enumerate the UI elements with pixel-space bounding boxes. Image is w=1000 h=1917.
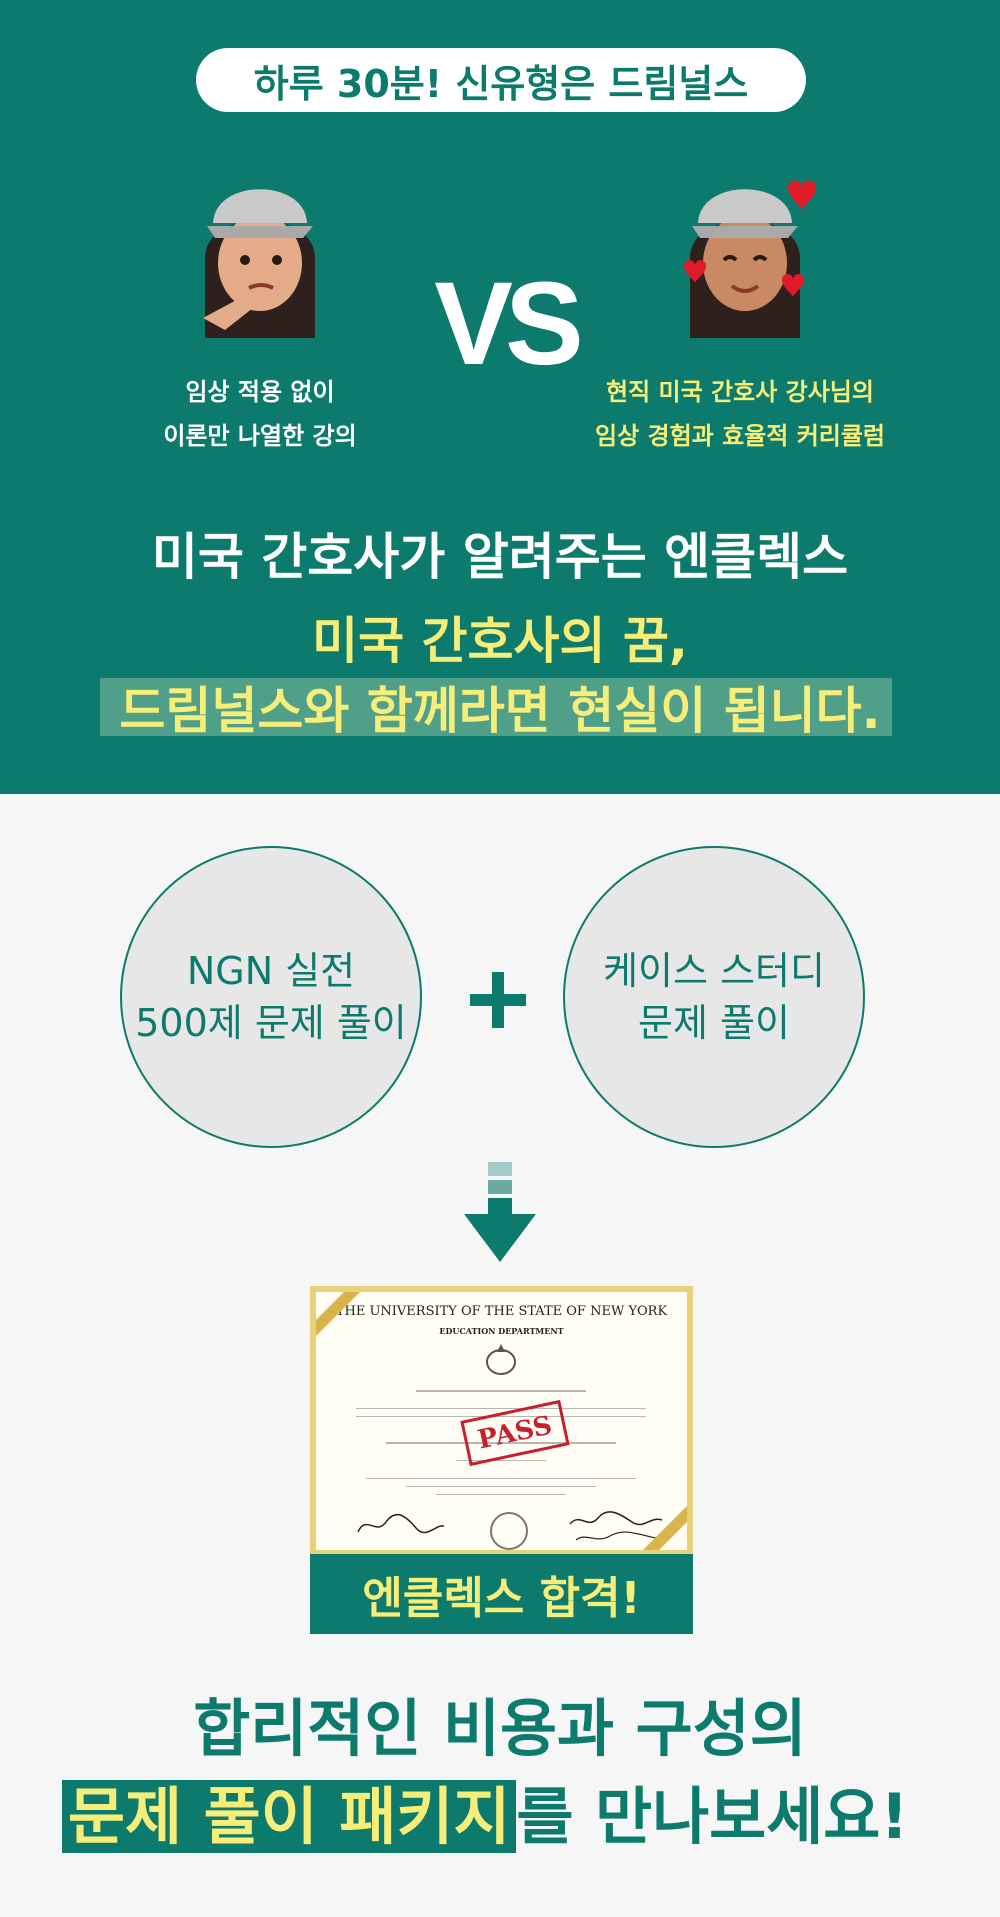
feature-ngn-line1: NGN 실전 — [186, 949, 356, 993]
pass-stamp: PASS — [460, 1399, 570, 1467]
feature-circle-ngn: NGN 실전 500제 문제 풀이 — [120, 846, 422, 1148]
signature-right-icon — [569, 1511, 663, 1541]
gold-ribbon-icon — [316, 1292, 360, 1336]
feature-circle-case-study: 케이스 스터디 문제 풀이 — [563, 846, 865, 1148]
headline-line2: 미국 간호사의 꿈, — [312, 612, 688, 670]
plus-icon — [470, 972, 526, 1028]
arrow-down-icon — [464, 1162, 536, 1262]
gold-ribbon-icon — [643, 1506, 687, 1550]
certificate-subtitle: EDUCATION DEPARTMENT — [439, 1326, 564, 1336]
top-section — [0, 0, 1000, 794]
certificate-title: THE UNIVERSITY OF THE STATE OF NEW YORK — [335, 1304, 668, 1319]
left-caption-line1: 임상 적용 없이 — [185, 378, 335, 406]
happy-avatar-icon — [684, 180, 816, 338]
thinking-avatar-icon — [203, 189, 315, 338]
right-caption: 현직 미국 간호사 강사님의 임상 경험과 효율적 커리큘럼 — [565, 370, 915, 458]
nclex-pass-badge: 엔클렉스 합격! — [310, 1554, 693, 1634]
headline-line3: 드림널스와 함께라면 현실이 됩니다. — [119, 682, 881, 740]
headline-line1: 미국 간호사가 알려주는 엔클렉스 — [151, 528, 849, 586]
headline-highlight-bar — [100, 678, 892, 736]
state-seal-icon — [486, 1344, 516, 1375]
closing-line2: 문제 풀이 패키지를 만나보세요! — [62, 1766, 942, 1856]
feature-case-line1: 케이스 스터디 — [603, 949, 825, 993]
closing-rest: 를 만나보세요! — [516, 1780, 909, 1853]
feature-ngn-line2: 500제 문제 풀이 — [135, 1001, 407, 1045]
embossed-seal-icon — [490, 1512, 528, 1550]
right-caption-line2: 임상 경험과 효율적 커리큘럼 — [594, 422, 886, 450]
nursing-license-certificate: THE UNIVERSITY OF THE STATE OF NEW YORK … — [310, 1286, 693, 1556]
closing-line1: 합리적인 비용과 구성의 — [193, 1692, 807, 1765]
headline-pill: 하루 30분! 신유형은 드림널스 — [196, 48, 806, 112]
right-caption-line1: 현직 미국 간호사 강사님의 — [606, 378, 874, 406]
closing-highlight: 문제 풀이 패키지 — [62, 1780, 517, 1853]
feature-case-line2: 문제 풀이 — [638, 1001, 790, 1045]
versus-label: VS — [434, 258, 583, 390]
left-caption-line2: 이론만 나열한 강의 — [163, 422, 357, 450]
left-caption: 임상 적용 없이 이론만 나열한 강의 — [120, 370, 400, 458]
signature-left-icon — [357, 1513, 445, 1534]
